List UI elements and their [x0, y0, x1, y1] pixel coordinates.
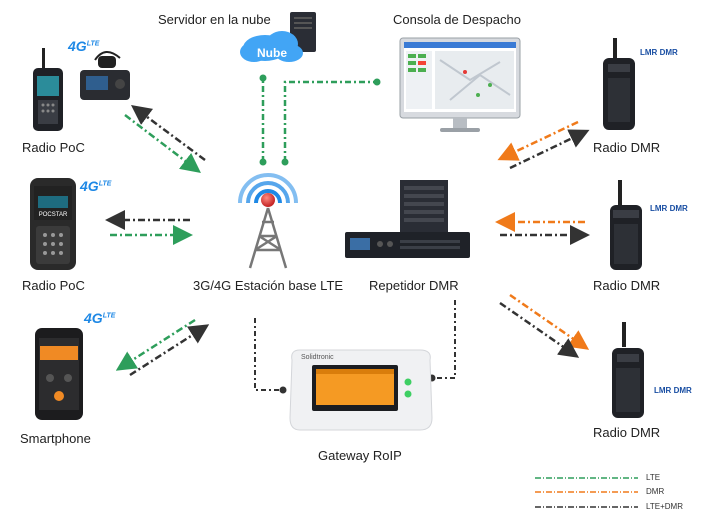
- dmr-radio-3-icon: [612, 322, 644, 418]
- legend-lte-dmr-label: LTE+DMR: [646, 502, 683, 511]
- cloud-server-icon: Nube: [240, 12, 316, 62]
- lte-tower-icon: [238, 173, 298, 269]
- gateway-brand-text: Solidtronic: [301, 354, 334, 361]
- label-roip-gateway: Gateway RoIP: [318, 448, 402, 463]
- lte-badge-main: 4G: [68, 38, 87, 54]
- label-lte-base-station: 3G/4G Estación base LTE: [193, 278, 344, 293]
- lmr-text: LMR: [650, 204, 668, 213]
- label-dmr-repeater: Repetidor DMR: [369, 278, 459, 293]
- label-smartphone: Smartphone: [20, 431, 91, 446]
- lmr-dmr-badge-2: LMR DMR: [650, 204, 688, 213]
- lte-badge-sub: LTE: [102, 312, 116, 320]
- link-dmr1-repeater-dmr: [497, 120, 579, 161]
- dmr-text: DMR: [669, 204, 688, 213]
- dmr-radio-1-icon: [603, 38, 635, 130]
- label-poc-radio-1: Radio PoC: [22, 140, 85, 155]
- dmr-text: DMR: [659, 48, 678, 57]
- lmr-dmr-badge-1: LMR DMR: [640, 48, 678, 57]
- label-dmr-radio-2: Radio DMR: [593, 278, 661, 293]
- lmr-text: LMR: [640, 48, 658, 57]
- lte-badge-phone: 4GLTE: [84, 310, 115, 326]
- poc-radio-2-icon: POCSTAR: [30, 178, 76, 270]
- link-tower-gateway: [254, 318, 283, 391]
- dmr-repeater-icon: [345, 180, 470, 258]
- link-tower-console: [283, 80, 377, 162]
- label-poc-radio-2: Radio PoC: [22, 278, 85, 293]
- lte-badge-poc1: 4GLTE: [68, 38, 99, 54]
- link-repeater-dmr3-dmr: [509, 293, 590, 350]
- link-tower-phone-lte: [115, 318, 196, 371]
- label-cloud-server: Servidor en la nube: [158, 12, 271, 27]
- lte-badge-sub: LTE: [86, 40, 100, 48]
- link-phone-tower-lte-dmr: [129, 324, 210, 377]
- dmr-text: DMR: [673, 386, 692, 395]
- smartphone-icon: [35, 328, 83, 420]
- lte-badge-sub: LTE: [98, 180, 112, 188]
- roip-gateway-icon: Solidtronic: [289, 349, 433, 431]
- cloud-text: Nube: [257, 46, 287, 60]
- link-poc1-tower-lte: [124, 114, 201, 174]
- lte-badge-main: 4G: [80, 178, 99, 194]
- legend-dmr-label: DMR: [646, 487, 665, 496]
- link-repeater-gateway: [432, 300, 456, 379]
- poc-radio-1-icon: [33, 48, 130, 131]
- lmr-text: LMR: [654, 386, 672, 395]
- dmr-radio-2-icon: [610, 180, 642, 270]
- link-tower-poc1-lte-dmr: [130, 105, 206, 162]
- label-dmr-radio-1: Radio DMR: [593, 140, 661, 155]
- link-repeater-dmr1-lte-dmr: [509, 129, 590, 170]
- pocstar-text: POCSTAR: [39, 212, 68, 218]
- label-dmr-radio-3: Radio DMR: [593, 425, 661, 440]
- lmr-dmr-badge-3: LMR DMR: [654, 386, 692, 395]
- lte-badge-poc2: 4GLTE: [80, 178, 111, 194]
- dispatch-console-icon: [399, 37, 521, 132]
- lte-badge-main: 4G: [84, 310, 103, 326]
- legend-lte-label: LTE: [646, 473, 661, 482]
- label-dispatch-console: Consola de Despacho: [393, 12, 521, 27]
- link-repeater-dmr3-lte-dmr: [499, 301, 580, 358]
